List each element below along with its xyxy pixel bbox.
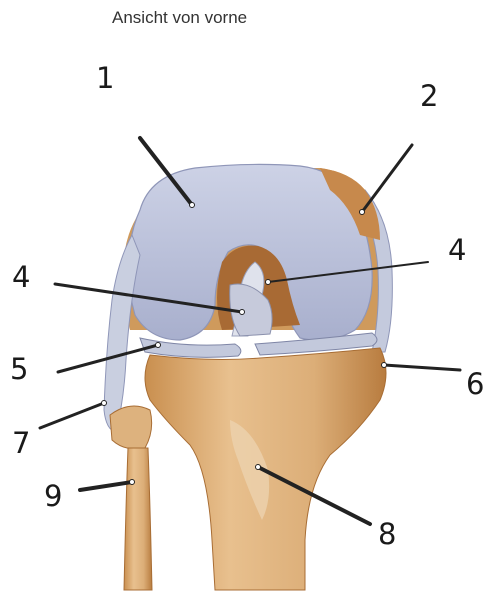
label-2: 2 (420, 82, 438, 111)
label-4-right: 4 (448, 236, 466, 265)
leader-dot-7 (102, 401, 107, 406)
medial-collateral-ligament (104, 235, 140, 432)
medial-meniscus (140, 338, 241, 357)
leader-line-2 (362, 145, 412, 212)
label-7: 7 (12, 429, 30, 458)
fibula-shaft (124, 448, 152, 590)
label-6: 6 (466, 370, 484, 399)
fibula-head (110, 406, 152, 449)
label-5: 5 (10, 355, 28, 384)
leader-dot-6 (382, 363, 387, 368)
leader-line-9 (80, 482, 132, 490)
leader-line-7 (40, 403, 104, 428)
leader-dot-2 (360, 210, 365, 215)
leader-line-6 (384, 365, 460, 370)
leader-dot-5 (156, 343, 161, 348)
leader-dot-9 (130, 480, 135, 485)
leader-dot-4a (266, 280, 271, 285)
label-8: 8 (378, 520, 396, 549)
leader-dot-8 (256, 465, 261, 470)
label-1: 1 (96, 64, 114, 93)
leader-dot-4b (240, 310, 245, 315)
leader-dot-1 (190, 203, 195, 208)
label-4-left: 4 (12, 263, 30, 292)
label-9: 9 (44, 482, 62, 511)
